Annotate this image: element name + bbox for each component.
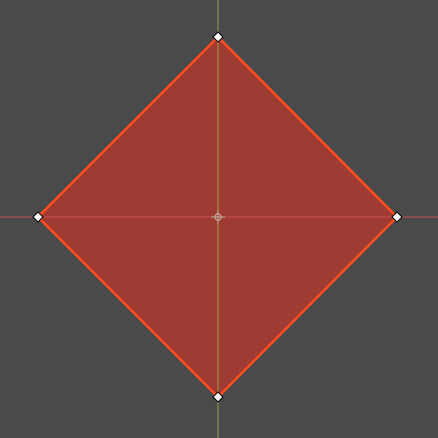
vertex-handle-left[interactable] xyxy=(32,211,44,223)
vertex-handle-right[interactable] xyxy=(391,211,403,223)
vertex-handle-bottom[interactable] xyxy=(212,391,224,403)
vertex-handle-top[interactable] xyxy=(212,31,224,43)
origin-pivot-icon[interactable] xyxy=(211,210,225,224)
